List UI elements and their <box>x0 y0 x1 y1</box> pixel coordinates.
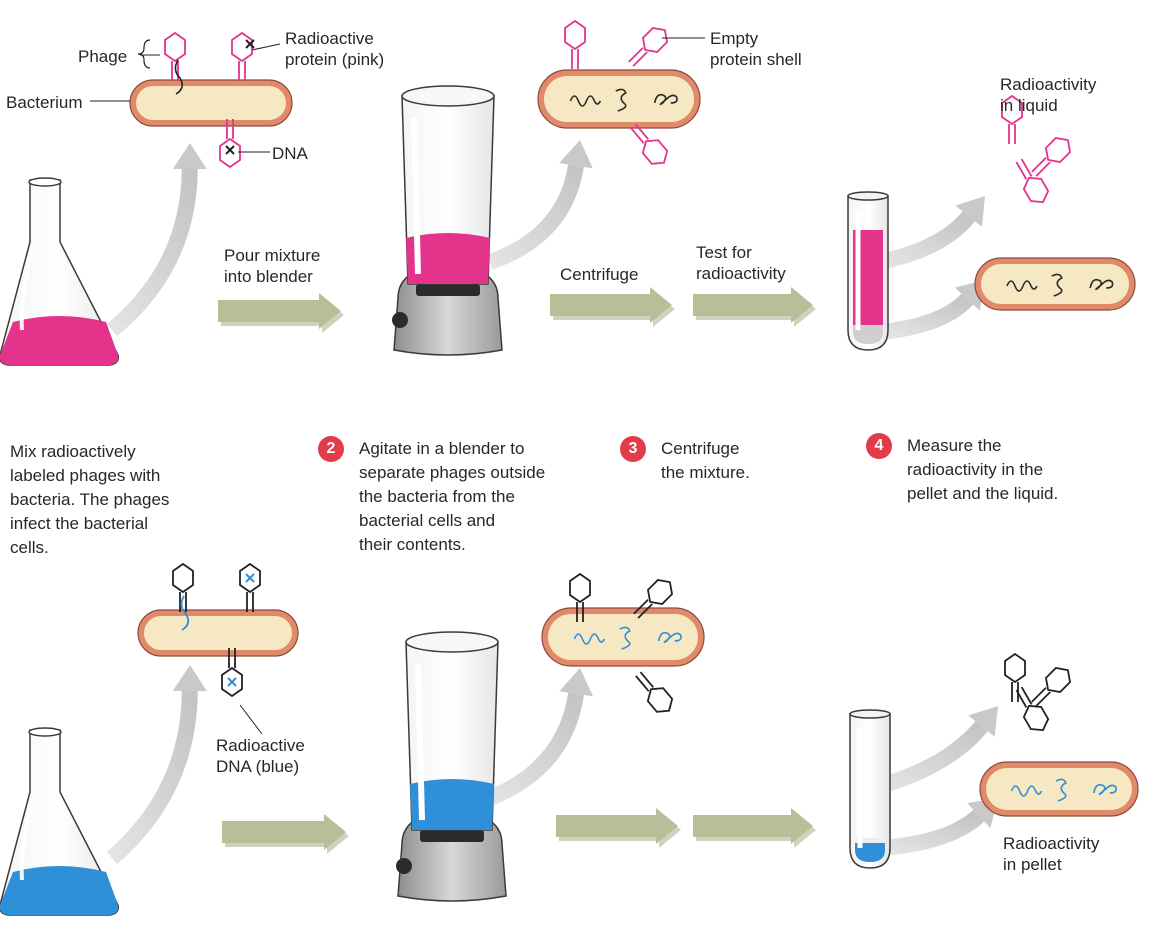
step-4-caption: Measure the radioactivity in the pellet … <box>907 436 1059 503</box>
dna-icon <box>245 39 255 49</box>
radioactivity-in-pellet-label: Radioactivity in pellet <box>1003 834 1100 874</box>
phage-icon <box>635 671 674 713</box>
process-arrow-icon <box>550 287 675 327</box>
process-arrow-icon <box>222 814 349 854</box>
curved-arrow-icon <box>877 706 998 794</box>
bacterium-icon <box>137 609 299 657</box>
phage-icon <box>1015 686 1050 732</box>
dna-icon <box>227 677 237 687</box>
curved-arrow-icon <box>106 143 207 337</box>
phage-icon <box>239 562 261 612</box>
step-2-caption: Agitate in a blender to separate phages … <box>359 439 546 554</box>
curved-arrow-icon <box>486 668 593 806</box>
phage-icon <box>630 123 669 165</box>
phage-icon <box>1001 94 1023 144</box>
phage-icon <box>569 572 591 622</box>
phage-icon <box>633 579 673 619</box>
dna-label: DNA <box>272 144 308 163</box>
phage-icon <box>231 31 253 81</box>
step-3-badge: 3 <box>620 436 646 462</box>
bacterium-icon <box>541 607 705 667</box>
phage-icon <box>628 27 668 67</box>
dna-icon <box>245 573 255 583</box>
brace <box>137 39 151 69</box>
curved-arrow-icon <box>879 798 998 856</box>
test-for-radioactivity-label: Test for radioactivity <box>696 243 786 283</box>
flask-icon <box>0 177 120 366</box>
phage-icon <box>564 19 586 69</box>
dna-icon <box>180 595 190 631</box>
step-2-badge: 2 <box>318 436 344 462</box>
radioactive-protein-label: Radioactive protein (pink) <box>285 29 385 69</box>
process-arrow-icon <box>556 808 681 848</box>
phage-icon <box>1004 652 1026 702</box>
process-arrow-icon <box>693 808 816 848</box>
step-3-caption: Centrifuge the mixture. <box>661 439 750 482</box>
bacterium-icon <box>974 257 1136 311</box>
curved-arrow-icon <box>878 196 985 270</box>
test-tube-icon <box>847 191 889 351</box>
radioactivity-in-liquid-label: Radioactivity in liquid <box>1000 75 1097 115</box>
curved-arrow-icon <box>106 665 207 865</box>
flask-icon <box>0 727 120 916</box>
centrifuge-label: Centrifuge <box>560 265 639 284</box>
phage-icon <box>219 119 241 169</box>
pour-mixture-label: Pour mixture into blender <box>224 246 321 286</box>
bacterium-icon <box>129 79 293 127</box>
phage-icon <box>172 562 194 612</box>
phage-icon <box>1015 158 1050 204</box>
process-arrow-icon <box>218 293 344 333</box>
phage-icon <box>164 31 186 81</box>
curved-arrow-icon <box>879 280 985 340</box>
test-tube-icon <box>849 709 891 869</box>
phage-icon <box>1031 667 1071 707</box>
bacterium-label: Bacterium <box>6 93 83 112</box>
leader-line <box>239 704 263 735</box>
dna-icon <box>225 145 235 155</box>
blender-icon <box>396 631 507 902</box>
bacterium-icon <box>979 761 1139 817</box>
radioactive-dna-label: Radioactive DNA (blue) <box>216 736 305 776</box>
blender-icon <box>392 85 503 356</box>
process-arrow-icon <box>693 287 816 327</box>
step-1-caption: Mix radioactively labeled phages with ba… <box>10 442 170 557</box>
dna-icon <box>174 59 184 95</box>
leader-line <box>251 43 281 51</box>
phage-icon <box>1031 137 1071 177</box>
step-4-badge: 4 <box>866 433 892 459</box>
bacterium-icon <box>537 69 701 129</box>
curved-arrow-icon <box>487 140 593 270</box>
phage-label: Phage <box>78 47 128 66</box>
empty-protein-shell-label: Empty protein shell <box>710 29 802 69</box>
